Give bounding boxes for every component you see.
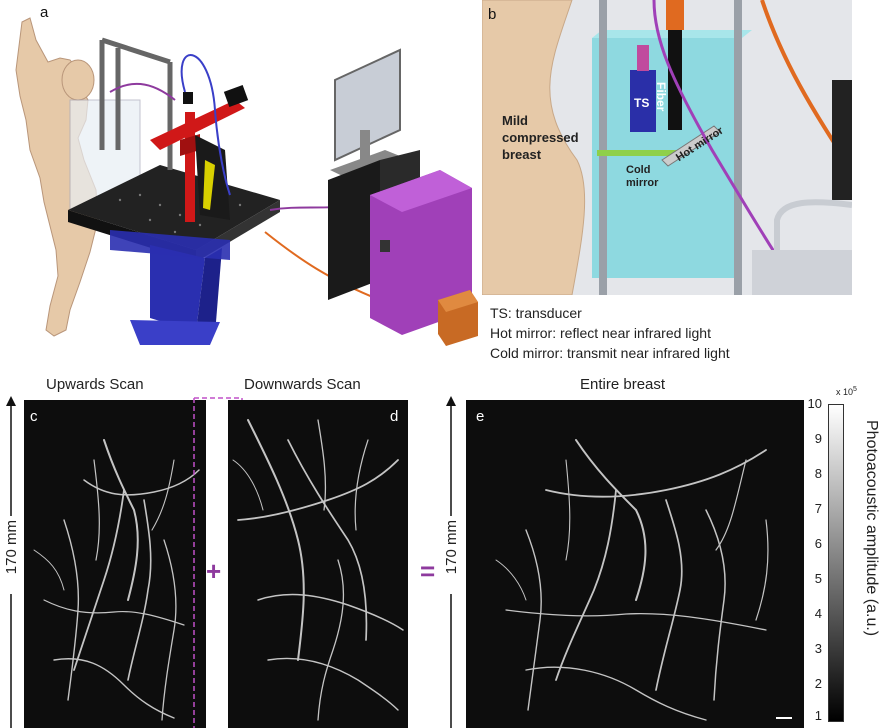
equals-operator: = — [420, 556, 436, 586]
colorbar-tick: 9 — [814, 431, 822, 446]
legend-line: Hot mirror: reflect near infrared light — [490, 325, 711, 341]
title-upwards-scan: Upwards Scan — [46, 376, 144, 393]
system-illustration — [15, 17, 478, 346]
vessel-image-downwards — [232, 419, 404, 721]
title-downwards-scan: Downwards Scan — [244, 376, 361, 393]
colorbar-tick: 4 — [814, 606, 822, 621]
vessel-image-upwards — [33, 439, 200, 721]
colorbar-tick: 2 — [814, 676, 822, 691]
monitor — [334, 48, 401, 162]
panel-b: b Mild compressed breast TS Fiber Cold m… — [482, 0, 852, 295]
colorbar-tick: 7 — [814, 501, 822, 516]
panel-letter-d: d — [390, 408, 399, 425]
fiber-label: Fiber — [654, 82, 668, 112]
colorbar-title: Photoacoustic amplitude (a.u.) — [863, 420, 880, 637]
blue-stand — [150, 245, 205, 332]
colorbar-ticks: 10 9 8 7 6 5 4 3 2 1 — [800, 396, 824, 726]
colorbar-tick: 6 — [814, 536, 822, 551]
scale-label-e: 170 mm — [443, 520, 460, 575]
colorbar-tick: 10 — [807, 396, 822, 411]
colorbar-exponent: x 105 — [836, 386, 857, 397]
colorbar-tick: 5 — [814, 571, 822, 586]
transducer — [630, 70, 656, 132]
panel-letter-a: a — [40, 4, 49, 21]
colorbar-tick: 8 — [814, 466, 822, 481]
plus-operator: + — [206, 556, 222, 586]
colorbar-tick: 1 — [814, 708, 822, 723]
ts-label: TS — [634, 96, 650, 110]
scale-arrow-e — [446, 396, 456, 728]
legend: TS: transducer Hot mirror: reflect near … — [490, 303, 730, 363]
breast-label: Mild compressed breast — [502, 113, 579, 162]
vessel-image-entire — [495, 439, 792, 721]
colorbar-bar — [828, 404, 844, 722]
title-entire-breast: Entire breast — [580, 376, 666, 393]
panel-d: d — [228, 400, 408, 728]
scan-frame — [99, 37, 173, 170]
computer-tower — [328, 160, 380, 300]
cold-mirror-label: Cold mirror — [626, 164, 659, 189]
scale-label-c: 170 mm — [3, 520, 20, 575]
panel-letter-e: e — [476, 408, 485, 425]
tank-illustration — [482, 0, 852, 295]
scale-arrow-c — [6, 396, 16, 728]
legend-line: Cold mirror: transmit near infrared ligh… — [490, 345, 730, 361]
red-gantry — [150, 100, 245, 222]
colorbar-tick: 3 — [814, 641, 822, 656]
panel-letter-b: b — [488, 6, 497, 23]
panel-e: e — [466, 400, 804, 728]
panel-c: c — [24, 400, 206, 728]
panel-letter-c: c — [30, 408, 38, 425]
legend-line: TS: transducer — [490, 305, 582, 321]
panel-a: a — [0, 0, 480, 355]
laser-box — [370, 170, 472, 335]
